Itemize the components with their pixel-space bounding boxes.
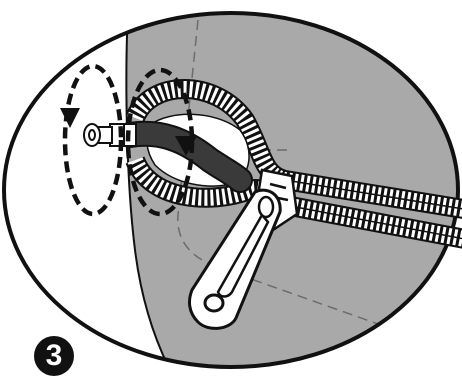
step-number-badge: 3 <box>34 336 74 376</box>
